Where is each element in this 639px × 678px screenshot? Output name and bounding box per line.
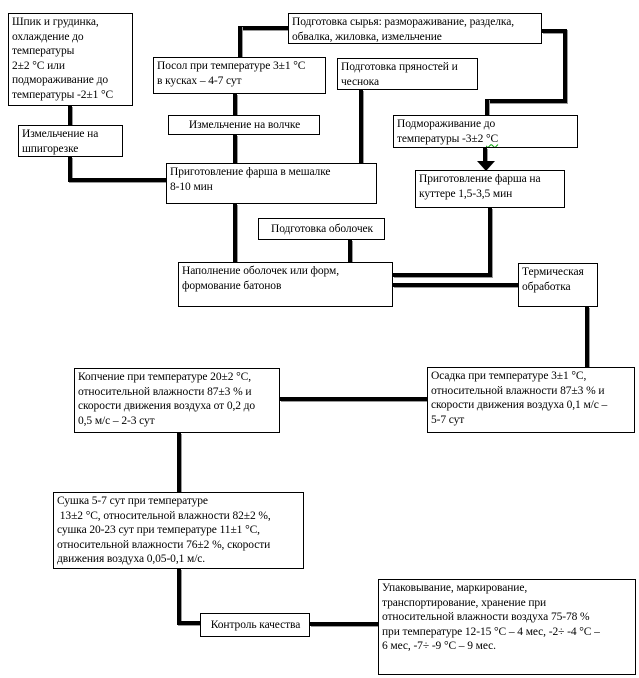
- step-smoking: Копчение при температуре 20±2 °С, относи…: [74, 368, 280, 433]
- connector-drying-to-quality-segment: [177, 569, 181, 625]
- connector-cutter-to-filling-segment: [488, 208, 492, 277]
- connector-bacon-to-lardcutter-segment: [68, 106, 72, 125]
- connector-rawprep-to-freezing-segment: [485, 99, 489, 116]
- step-cutter-minced-meat: Приготовление фарша на куттере 1,5-3,5 м…: [415, 170, 565, 208]
- connector-smoking-to-drying-segment: [177, 433, 181, 492]
- connector-rawprep-to-freezing-segment: [563, 29, 567, 103]
- step-raw-bacon-chilling: Шпик и грудинка, охлаждение до температу…: [8, 13, 133, 106]
- connector-casingprep-to-filling-segment: [348, 240, 352, 262]
- step-thermal-treatment: Термическая обработка: [518, 263, 598, 307]
- connector-mixer-to-filling-segment: [233, 204, 237, 262]
- connector-rawprep-to-salting-segment: [238, 26, 288, 30]
- connector-filling-to-thermal-segment: [393, 283, 518, 287]
- connector-quality-to-packaging-segment: [310, 622, 378, 626]
- spellcheck-squiggle-text: °С: [486, 132, 499, 145]
- step-packaging-storage: Упаковывание, маркирование, транспортиро…: [378, 579, 636, 675]
- step-lard-cutter-grinding: Измельчение на шпигорезке: [18, 125, 123, 157]
- step-light-freezing: Подмораживание до температуры -3±2 °С: [393, 115, 578, 148]
- connector-salting-to-grinder-segment: [233, 94, 237, 115]
- step-grinder-mincing: Измельчение на волчке: [168, 115, 320, 135]
- step-casing-filling-forming: Наполнение оболочек или форм, формование…: [178, 262, 393, 307]
- step-spices-garlic-preparation: Подготовка пряностей и чеснока: [337, 58, 478, 90]
- connector-rawprep-to-salting-segment: [238, 26, 242, 57]
- connector-cutter-to-filling-segment: [393, 273, 492, 277]
- step-settling: Осадка при температуре 3±1 °С, относител…: [427, 367, 635, 433]
- connector-thermal-to-settling-segment: [585, 307, 589, 367]
- connector-lardcutter-to-mixer-segment: [68, 178, 166, 182]
- connector-grinder-to-mixer-segment: [233, 135, 237, 163]
- connector-spices-to-mixer-segment: [359, 90, 363, 163]
- step-raw-material-preparation: Подготовка сырья: размораживание, раздел…: [288, 13, 542, 44]
- connector-rawprep-to-freezing-segment: [542, 29, 567, 33]
- arrowhead-down-icon: [477, 161, 495, 171]
- connector-freezing-to-cutter-segment: [483, 148, 487, 162]
- step-drying: Сушка 5-7 сут при температуре 13±2 °С, о…: [53, 492, 304, 569]
- connector-rawprep-to-freezing-segment: [485, 99, 567, 103]
- connector-drying-to-quality-segment: [177, 621, 200, 625]
- step-mixer-minced-meat: Приготовление фарша в мешалке 8-10 мин: [166, 163, 377, 204]
- connector-settling-to-smoking-segment: [280, 397, 427, 401]
- step-salting: Посол при температуре 3±1 °С в кусках – …: [153, 57, 326, 94]
- step-casing-preparation: Подготовка оболочек: [258, 218, 385, 240]
- step-quality-control: Контроль качества: [200, 613, 310, 637]
- connector-lardcutter-to-mixer-segment: [68, 157, 72, 182]
